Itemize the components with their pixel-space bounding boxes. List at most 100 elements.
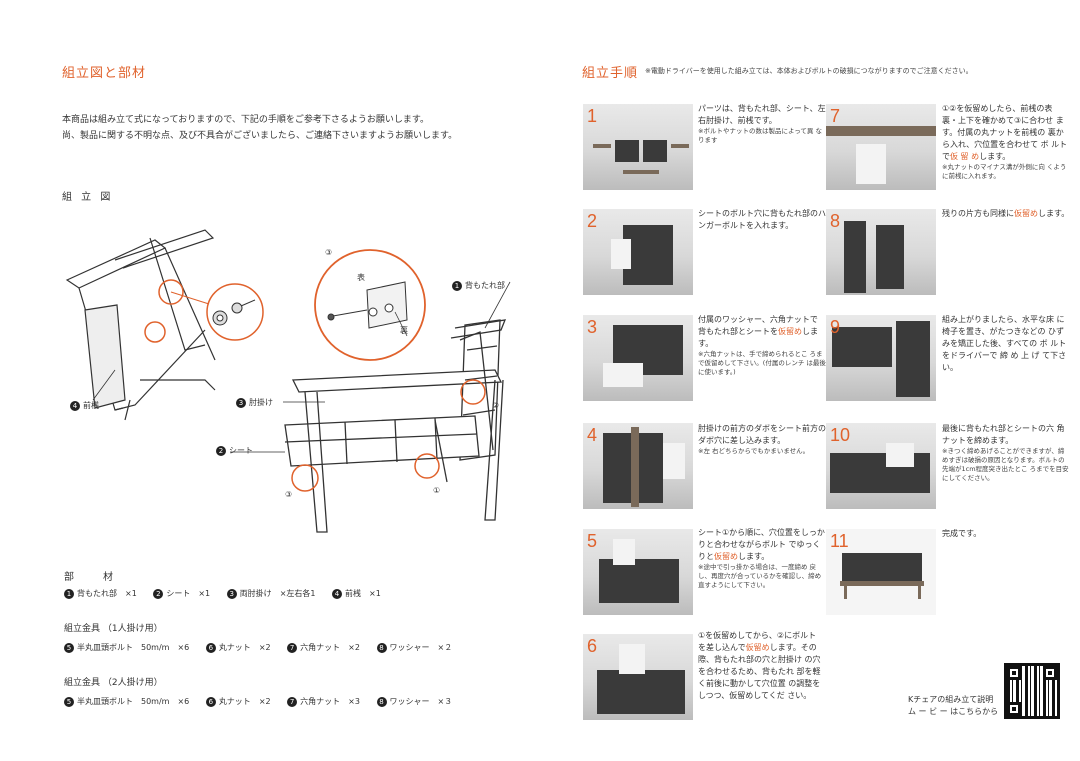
part-qty: ×1 [198,589,211,598]
hw-badge: 7 [287,696,298,707]
step-text-2: シートのボルト穴に背もたれ部のハンガーボルトを入れます。 [698,208,826,232]
step-number-4: 4 [587,425,598,445]
step-photo-1: 1 [583,104,693,190]
hw-badge: 6 [205,696,216,707]
step-number-2: 2 [587,211,598,231]
step-number-6: 6 [587,636,598,656]
hw-badge: 5 [64,696,74,707]
step-3-accent: 仮留め [778,327,802,336]
assembly-diagram [65,229,511,533]
step-6-text-end: します。その 際、背もたれ部の穴と肘掛け の穴を合わせるため、背もたれ 部を軽く… [698,643,821,700]
step-photo-10: 10 [826,423,936,509]
left-page-title: 組立図と部材 [62,66,147,81]
step-number-8: 8 [830,211,841,231]
assembled-chair-drawing [284,319,507,533]
callout-armrest-label: 肘掛け [249,398,273,407]
intro-text: 本商品は組み立て式になっておりますので、下記の手順をご参考下さるようお願いします… [62,112,532,144]
step-5-note: ※途中で引っ掛かる場合は、一度締め 戻し、再度穴が合っているかを確認し、締め直す… [698,563,822,589]
callout-seat-label: シート [229,446,253,455]
part-name: 両肘掛け [239,589,272,598]
hw-badge: 7 [287,642,298,653]
step-photo-4: 4 [583,423,693,509]
step-3-text: 付属のワッシャー、六角ナットで 背もたれ部とシートを [698,315,818,336]
part-qty: ×左右各1 [279,589,316,598]
qr-code-icon[interactable] [1004,663,1060,719]
movie-link-line-2: ム ー ビ ー はこちらから [908,707,999,716]
part-name: シート [166,589,191,598]
step-text-8: 残りの片方も同様に仮留めします。 [942,208,1070,220]
detail-circle-small-a [158,279,184,305]
step-8-text-end: します。 [1038,209,1070,218]
step-7-note: ※丸ナットのマイナス溝が外側に向 くように前桟に入れます。 [942,163,1067,180]
step-number-7: 7 [830,106,841,126]
step-number-5: 5 [587,531,598,551]
joint-circle-3 [291,464,319,492]
callout-circle-3-top: ③ [325,248,333,257]
callout-backrest-label: 背もたれ部 [465,281,505,290]
detail-circle-small-b [144,321,166,343]
joint-circle-2 [460,379,486,405]
callout-circle-3: ③ [285,490,293,499]
part-name: 前桟 [345,589,362,598]
step-text-6: ①を仮留めしてから、②にボルト を差し込んで仮留めします。その 際、背もたれ部の… [698,630,826,702]
hw-qty: ×2 [258,643,271,652]
step-text-7: ①②を仮留めしたら、前桟の表 裏・上下を確かめて③に合わせ ます。付属の丸ナット… [942,103,1070,181]
step-7-text: ①②を仮留めしたら、前桟の表 裏・上下を確かめて③に合わせ ます。付属の丸ナット… [942,104,1068,161]
part-badge: 3 [226,588,237,599]
badge-4: 4 [70,400,80,411]
part-badge: 4 [332,588,343,599]
hw-qty: ×２ [437,643,453,652]
hw-badge: 8 [376,642,387,653]
step-number-3: 3 [587,317,598,337]
hw-name: 丸ナット [218,697,251,706]
part-badge: 2 [153,588,164,599]
badge-2: 2 [216,445,226,456]
step-7-text-end: します。 [979,152,1011,161]
parts-heading: 部 材 [64,572,116,583]
hw-name: ワッシャー [389,697,430,706]
hw-name: 丸ナット [218,643,251,652]
hw-name: 六角ナット [300,697,341,706]
hardware-1-heading: 組立金具 （1人掛け用） [64,624,163,634]
step-9-text: 組み上がりましたら、水平な床 に椅子を置き、がたつきなどの ひずみを矯正した後、… [942,315,1067,372]
hw-badge: 8 [376,696,387,707]
step-6-accent: 仮留め [745,643,770,652]
callout-ura: 裏 [400,326,408,335]
step-2-text: シートのボルト穴に背もたれ部のハンガーボルトを入れます。 [698,209,826,230]
callout-circle-2: ② [492,401,500,410]
hw-name: ワッシャー [389,643,430,652]
part-name: 背もたれ部 [77,589,117,598]
badge-1: 1 [452,280,462,291]
intro-line-2: 尚、製品に関する不明な点、及び不具合がございましたら、ご連絡下さいますようお願い… [62,131,458,141]
step-1-note: ※ボルトやナットの数は製品によって異 なります [698,127,822,144]
step-11-text: 完成です。 [942,529,982,538]
part-qty: ×1 [125,589,137,598]
step-text-4: 肘掛けの前方のダボをシート前方のダボ穴に差し込みます。 ※左 右どちらからでもか… [698,423,826,456]
right-page-title: 組立手順 [582,66,639,81]
part-badge: 1 [64,588,74,599]
step-text-3: 付属のワッシャー、六角ナットで 背もたれ部とシートを仮留めします。 ※六角ナット… [698,314,826,377]
step-photo-9: 9 [826,315,936,401]
movie-link[interactable]: Kチェアの組み立て説明 ム ー ビ ー はこちらから [908,694,998,718]
exploded-chair-drawing [65,229,216,421]
step-1-text: パーツは、背もたれ部、シート、左右肘掛け、前桟です。 [698,104,826,125]
step-5-accent: 仮留め [714,552,738,561]
callout-omote: 表 [357,273,365,282]
step-5-text: シート①から順に、穴位置をしっかりと合わせながらボルト でゆっくりと [698,528,825,561]
step-photo-11: 11 [826,529,936,615]
step-number-1: 1 [587,106,598,126]
joint-circle-1 [414,453,440,479]
